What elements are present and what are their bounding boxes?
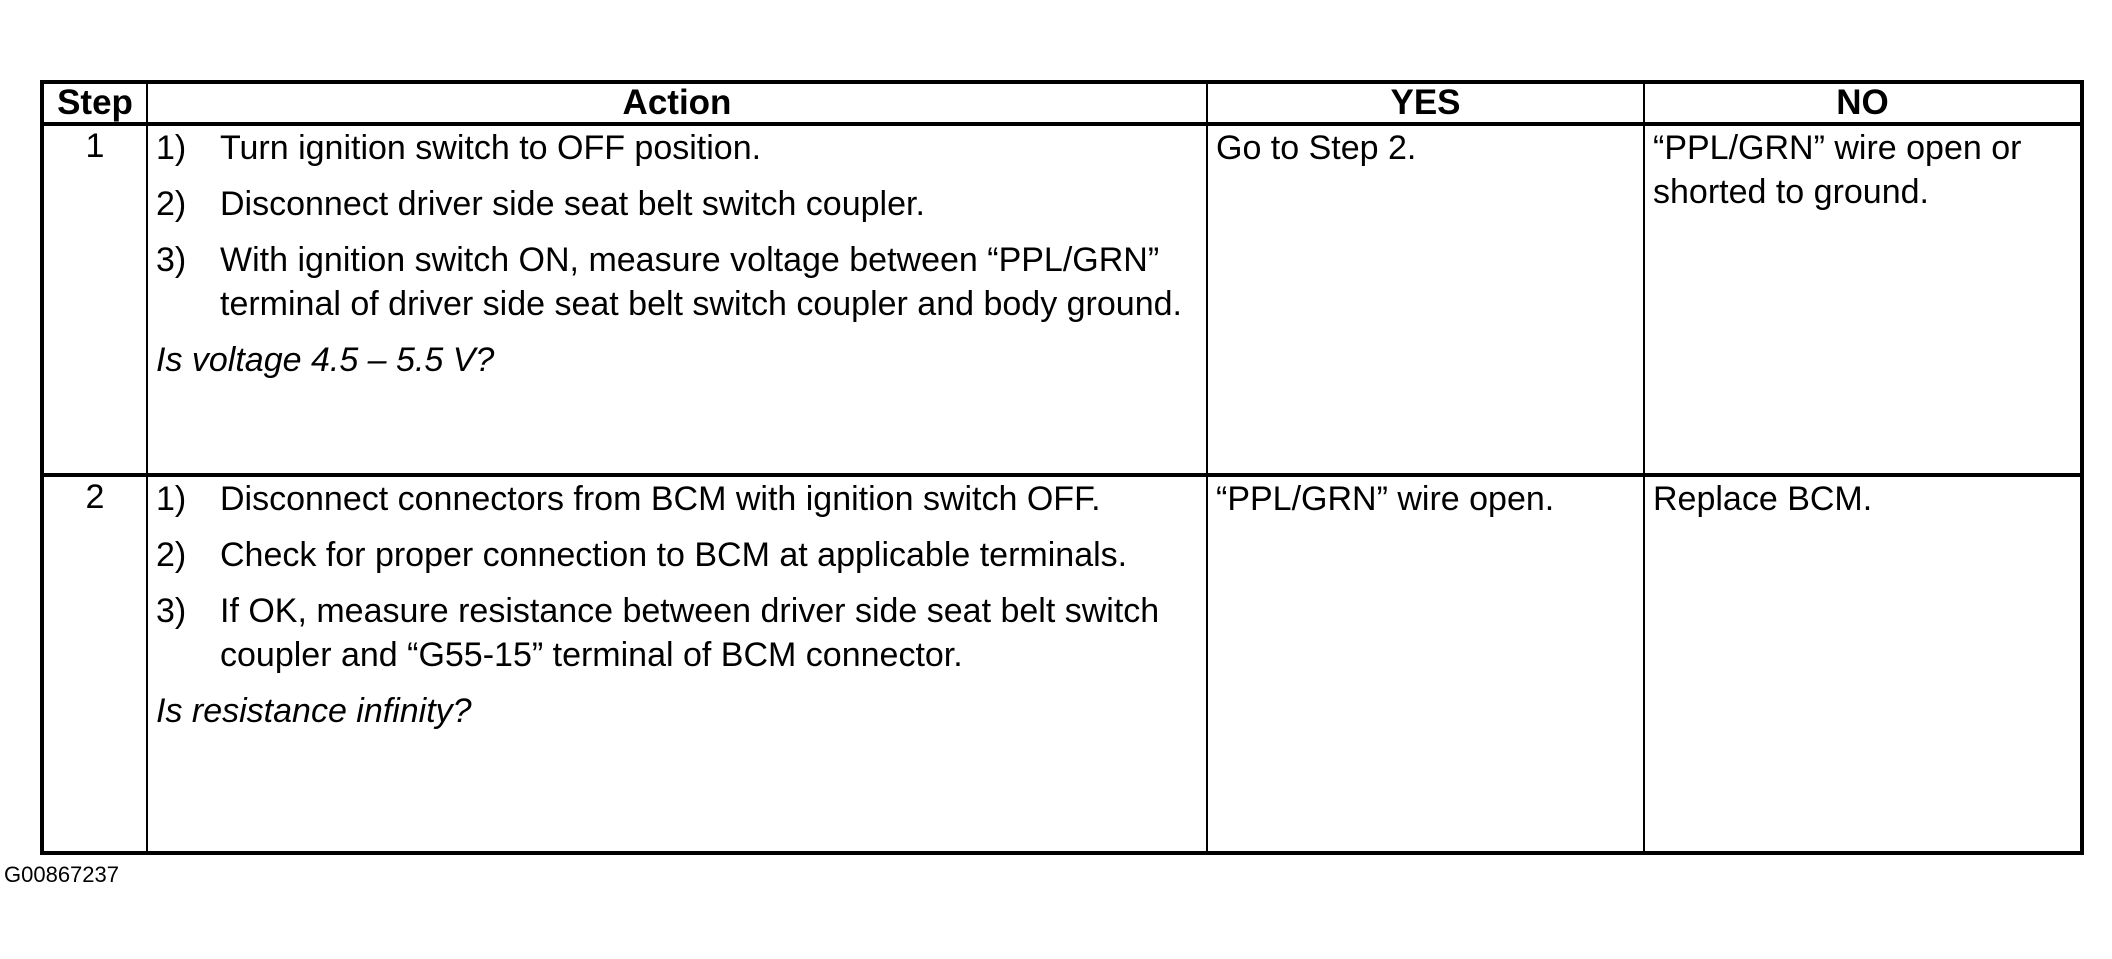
action-number: 2) bbox=[156, 185, 187, 223]
table-header: Step Action YES NO bbox=[41, 81, 2083, 126]
diagnostic-table: Step Action YES NO 1 1) Turn ignition sw… bbox=[40, 80, 2084, 855]
action-number: 3) bbox=[156, 241, 187, 279]
action-text: Disconnect connectors from BCM with igni… bbox=[220, 480, 1101, 518]
action-list: 1) Turn ignition switch to OFF position.… bbox=[156, 126, 1202, 326]
table-row: 2 1) Disconnect connectors from BCM with… bbox=[41, 473, 2083, 854]
action-number: 3) bbox=[156, 592, 187, 630]
action-text: Check for proper connection to BCM at ap… bbox=[220, 536, 1128, 574]
header-yes: YES bbox=[1206, 81, 1645, 126]
table-body: 1 1) Turn ignition switch to OFF positio… bbox=[41, 123, 2083, 854]
yes-result: Go to Step 2. bbox=[1206, 123, 1645, 476]
action-text: Disconnect driver side seat belt switch … bbox=[220, 185, 925, 223]
action-cell: 1) Disconnect connectors from BCM with i… bbox=[146, 473, 1208, 854]
action-item: 3) With ignition switch ON, measure volt… bbox=[156, 238, 1202, 326]
action-text: Turn ignition switch to OFF position. bbox=[220, 129, 762, 167]
action-list: 1) Disconnect connectors from BCM with i… bbox=[156, 477, 1202, 677]
action-number: 1) bbox=[156, 129, 187, 167]
check-question: Is resistance infinity? bbox=[156, 692, 472, 730]
header-row: Step Action YES NO bbox=[41, 81, 2083, 126]
action-cell: 1) Turn ignition switch to OFF position.… bbox=[146, 123, 1208, 476]
action-text: With ignition switch ON, measure voltage… bbox=[220, 241, 1182, 323]
action-item: 2) Disconnect driver side seat belt swit… bbox=[156, 182, 1202, 226]
action-item: 3) If OK, measure resistance between dri… bbox=[156, 589, 1202, 677]
action-item: 1) Disconnect connectors from BCM with i… bbox=[156, 477, 1202, 521]
table-row: 1 1) Turn ignition switch to OFF positio… bbox=[41, 123, 2083, 476]
figure-id: G00867237 bbox=[4, 862, 119, 887]
no-result: “PPL/GRN” wire open or shorted to ground… bbox=[1643, 123, 2083, 476]
yes-result: “PPL/GRN” wire open. bbox=[1206, 473, 1645, 854]
header-action: Action bbox=[146, 81, 1208, 126]
step-number: 1 bbox=[41, 123, 148, 476]
step-number: 2 bbox=[41, 473, 148, 854]
check-question: Is voltage 4.5 – 5.5 V? bbox=[156, 341, 495, 379]
action-number: 1) bbox=[156, 480, 187, 518]
no-result: Replace BCM. bbox=[1643, 473, 2083, 854]
header-step: Step bbox=[41, 81, 148, 126]
action-number: 2) bbox=[156, 536, 187, 574]
action-text: If OK, measure resistance between driver… bbox=[220, 592, 1160, 674]
action-item: 1) Turn ignition switch to OFF position. bbox=[156, 126, 1202, 170]
action-item: 2) Check for proper connection to BCM at… bbox=[156, 533, 1202, 577]
header-no: NO bbox=[1643, 81, 2083, 126]
